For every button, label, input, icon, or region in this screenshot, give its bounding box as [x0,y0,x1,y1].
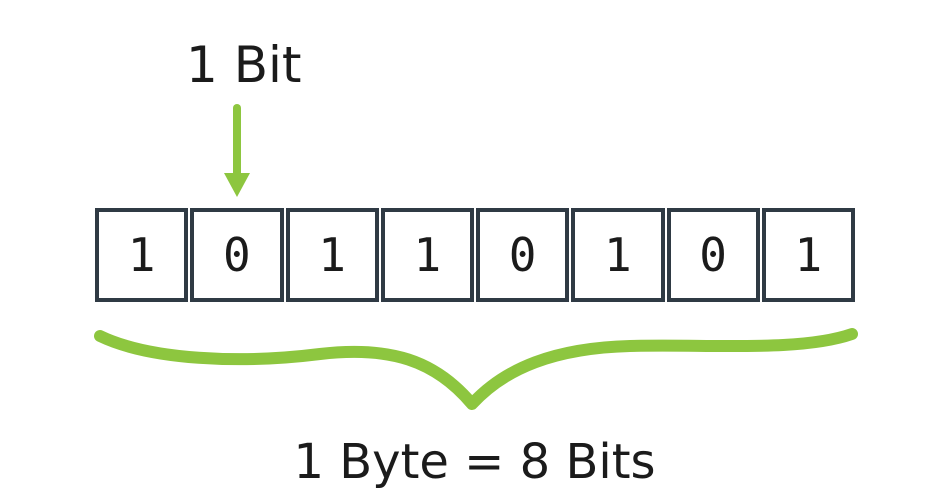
bit-cell: 0 [476,208,570,302]
bit-cell: 1 [571,208,665,302]
arrow-head [224,173,250,197]
bit-label: 1 Bit [186,36,302,94]
bit-cell: 1 [95,208,189,302]
bit-cell: 1 [285,208,379,302]
bit-cell: 1 [380,208,474,302]
bit-cell: 0 [190,208,284,302]
curly-underbrace-icon [94,328,858,410]
bit-cell: 0 [666,208,760,302]
bit-row: 1 0 1 1 0 1 0 1 [95,208,855,302]
byte-label: 1 Byte = 8 Bits [293,434,656,490]
brace-path [94,328,858,410]
down-arrow-icon [224,104,250,197]
bit-cell: 1 [761,208,855,302]
